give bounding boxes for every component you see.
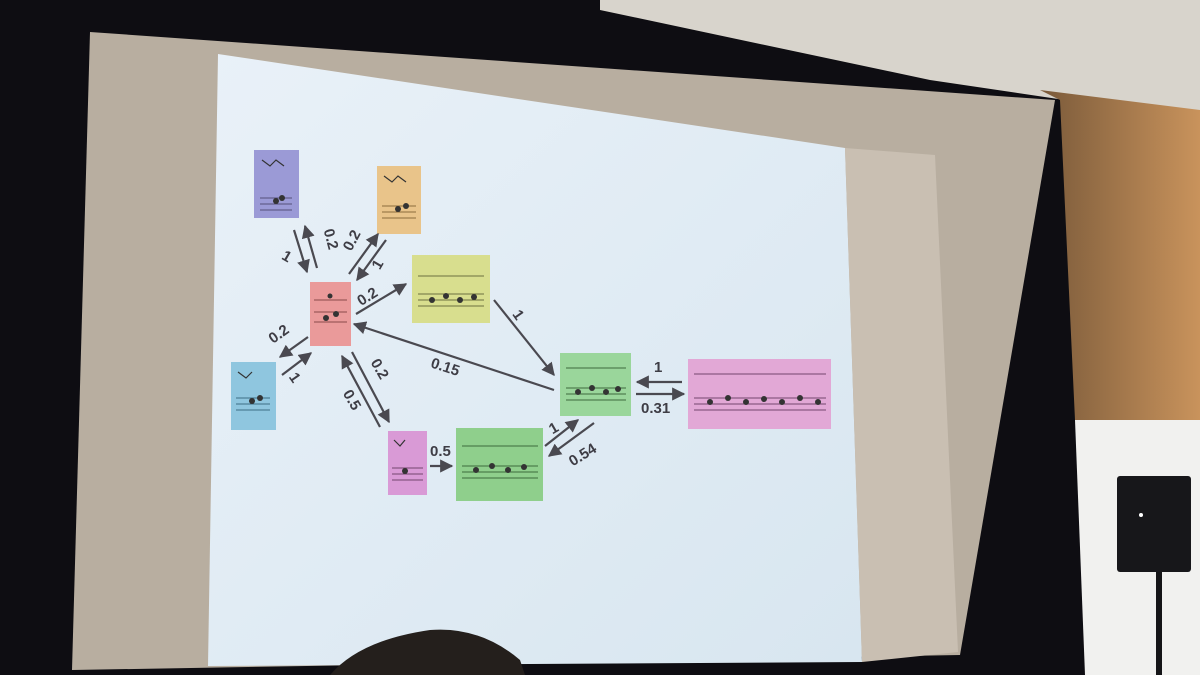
state-box-red <box>310 282 351 346</box>
audience-head <box>330 629 525 675</box>
arrow-green-to-darkgreen <box>547 422 595 457</box>
state-box-magenta <box>388 431 427 495</box>
label-red-to-blue: 0.2 <box>320 227 342 252</box>
projection-screen <box>72 32 1055 670</box>
arrow-red-to-blue <box>301 224 319 269</box>
arrow-darkgreen-to-green <box>544 419 580 447</box>
state-box-orange <box>377 166 421 234</box>
label-magenta-to-darkgreen: 0.5 <box>430 443 451 460</box>
arrow-magenta-to-red <box>341 354 381 428</box>
arrow-red-to-cyan <box>278 336 309 358</box>
arrow-yellow-to-green <box>493 299 555 377</box>
state-box-cyan <box>231 362 276 430</box>
arrow-red-to-orange <box>348 232 379 275</box>
speaker <box>1117 476 1191 675</box>
transition-arrows <box>278 224 686 473</box>
state-box-blue <box>254 150 299 218</box>
arrow-red-to-magenta <box>351 351 390 424</box>
state-box-pink <box>688 359 831 429</box>
arrow-green-to-red <box>352 321 555 392</box>
label-green-to-pink: 0.31 <box>641 400 670 417</box>
label-pink-to-green: 1 <box>654 359 662 376</box>
arrow-blue-to-red <box>292 229 310 274</box>
state-box-yellow <box>412 255 490 323</box>
arrow-cyan-to-red <box>281 352 313 376</box>
state-graph: 1 0.2 0.2 1 0.2 0.2 1 0.2 0.5 1 0.15 0.5… <box>231 150 831 501</box>
arrow-orange-to-red <box>356 239 387 282</box>
arrow-red-to-yellow <box>355 283 408 315</box>
state-box-darkgreen <box>456 428 543 501</box>
state-box-green <box>560 353 631 416</box>
